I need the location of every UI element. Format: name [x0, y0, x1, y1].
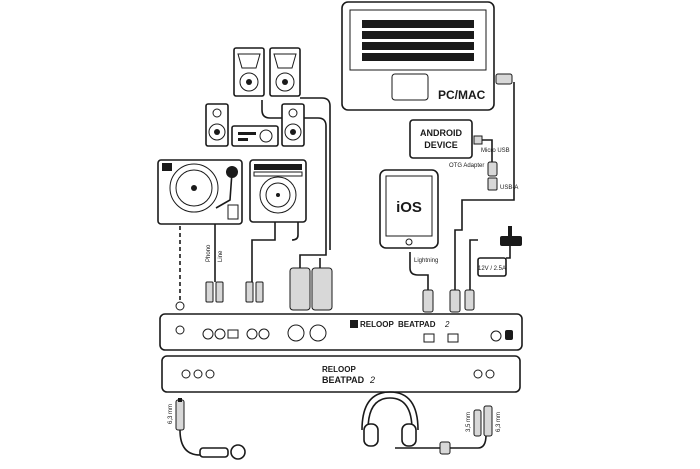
cables	[179, 82, 515, 456]
cd-player	[249, 159, 307, 223]
lightning-label: Lightning	[414, 258, 438, 264]
speaker-cable-main	[300, 97, 331, 250]
line-label: Line	[218, 250, 224, 262]
laptop-trackpad	[391, 73, 429, 101]
android-device: ANDROID DEVICE Micro USB OTG Adapter USB…	[409, 119, 518, 191]
micro-usb-label: Micro USB	[481, 148, 510, 154]
rear-model-number: 2	[444, 320, 450, 329]
otg-adapter-label: OTG Adapter	[449, 163, 484, 169]
cd-player-cable	[251, 222, 276, 282]
front-model-number: 2	[369, 375, 375, 385]
ios-label: iOS	[396, 199, 422, 216]
beatpad-front-panel: RELOOP BEATPAD 2	[161, 355, 521, 393]
pc-mac-label: PC/MAC	[438, 88, 486, 102]
amp-cable	[291, 215, 299, 241]
jack-plug-6-3	[175, 398, 185, 431]
usb-a-plug	[487, 177, 498, 191]
rear-brand-logo: RELOOP	[360, 320, 394, 329]
android-usb-cable	[482, 139, 493, 165]
headphone-jack-3-5-label: 3,5 mm	[466, 412, 472, 432]
microphone	[199, 444, 246, 460]
headphone-jack-6-3-label: 6,3 mm	[496, 412, 502, 432]
laptop-usb-cable	[454, 82, 515, 290]
phono-label: Phono	[206, 244, 212, 262]
jack-plug-3-5	[473, 409, 482, 437]
power-cable	[469, 239, 478, 290]
power-adapter: 12V / 2.5A	[477, 226, 522, 277]
beatpad-rear-panel: RELOOP BEATPAD 2	[159, 313, 523, 351]
ground-screw	[175, 301, 185, 311]
xlr-plugs	[289, 267, 333, 311]
power-supply-label: 12V / 2.5A	[478, 266, 506, 272]
laptop: PC/MAC	[341, 1, 513, 111]
speaker-top-left	[233, 47, 265, 97]
lightning-plug-rear	[422, 289, 434, 313]
speaker-mid-left	[205, 103, 229, 147]
turntable	[157, 159, 243, 225]
laptop-usb-plug	[495, 73, 513, 85]
micro-usb-plug	[473, 135, 483, 145]
amplifier	[231, 125, 279, 147]
android-label-line2: DEVICE	[424, 140, 458, 150]
front-brand-logo: RELOOP	[322, 365, 356, 374]
rca-plugs-line	[245, 281, 264, 303]
rca-plugs-phono	[205, 281, 224, 303]
speaker-cable-left	[261, 100, 327, 268]
front-model-name: BEATPAD	[322, 375, 365, 385]
power-plug-rear	[464, 289, 475, 311]
microphone-cable	[179, 429, 201, 456]
ipad-lightning-cable	[409, 252, 429, 290]
android-label-line1: ANDROID	[420, 128, 462, 138]
usb-a-label: USB-A	[500, 185, 518, 191]
ipad: iOS Lightning	[379, 169, 439, 264]
mic-jack-label: 6,3 mm	[168, 404, 174, 424]
speaker-mid-right	[281, 103, 305, 147]
speaker-top-right	[269, 47, 301, 97]
laptop-keyboard	[362, 20, 474, 61]
otg-adapter	[487, 161, 498, 177]
rear-model-name: BEATPAD	[398, 320, 436, 329]
jack-plug-6-3-headphone	[483, 405, 493, 437]
headphone-adapter	[439, 441, 451, 455]
headphones	[361, 391, 419, 447]
usb-plug-rear	[449, 289, 461, 313]
